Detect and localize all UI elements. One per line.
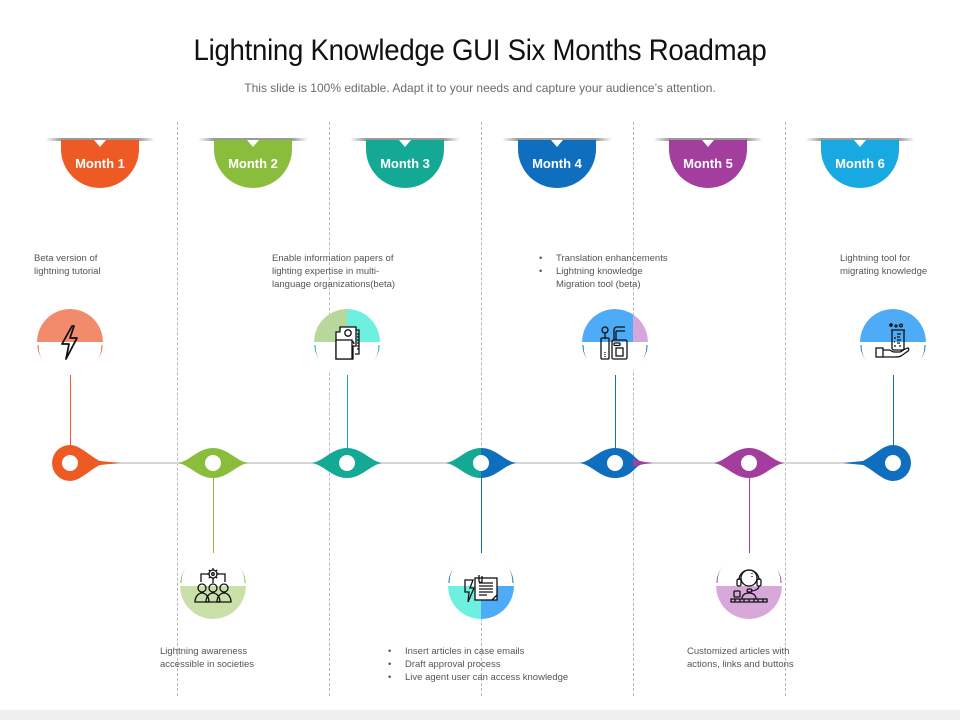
lightning-bolt-icon [61,325,78,360]
milestone-circle-6 [716,553,782,619]
team-gear-icon [194,568,232,603]
bullet-item: Insert articles in case emails [386,645,616,658]
support-agent-icon [730,569,768,603]
month-label: Month 2 [228,156,278,171]
milestone-description-2: Lightning awareness accessible in societ… [160,646,254,670]
timeline-node-7 [843,445,911,481]
migration-devices-icon [600,326,628,360]
month-badge-4: Month 4 [502,138,612,190]
milestone-circle-7 [860,309,926,375]
profile-documents-icon [335,326,360,360]
bullet-item: Draft approval process [386,658,616,671]
connector-stem [347,375,348,455]
timeline-node-3 [312,448,382,478]
milestone-circle-4 [448,553,514,619]
milestone-description-6: Customized articles with actions, links … [687,646,794,670]
month-badge-6: Month 6 [805,138,915,190]
bullet-item: Translation enhancements [537,252,717,265]
milestone-description-3: Enable information papers of lighting ex… [272,253,396,290]
connector-stem [893,375,894,455]
milestone-circle-5 [582,309,648,375]
milestone-description-7: Lightning tool for migrating knowledge [840,253,928,277]
milestone-description-5: Translation enhancements Lightning knowl… [537,252,717,291]
month-label: Month 5 [683,156,733,171]
footer-band [0,710,960,720]
month-badge-3: Month 3 [350,138,460,190]
connector-stem [213,470,214,553]
column-separator [785,122,786,696]
bullet-item: Live agent user can access knowledge [386,671,616,684]
column-separator [329,122,330,696]
month-badge-2: Month 2 [198,138,308,190]
timeline-nodes [52,445,911,481]
connector-stem [749,470,750,553]
column-separator [481,122,482,696]
timeline-node-4 [446,448,516,478]
month-badge-1: Month 1 [45,138,155,190]
month-label: Month 4 [532,156,582,171]
milestone-circle-2 [180,553,246,619]
connector-stem [615,375,616,455]
milestone-description-4: Insert articles in case emails Draft app… [386,645,616,684]
page-subtitle: This slide is 100% editable. Adapt it to… [244,81,716,95]
month-badge-5: Month 5 [653,138,763,190]
timeline-node-6 [714,448,784,478]
column-separator [633,122,634,696]
month-label: Month 6 [835,156,885,171]
month-label: Month 1 [75,156,125,171]
month-label: Month 3 [380,156,430,171]
timeline-node-5 [580,448,653,478]
lightning-note-icon [464,575,498,603]
bullet-item: Lightning knowledge [537,265,717,278]
timeline-node-2 [178,448,248,478]
beaker-hand-icon [875,323,910,358]
milestone-circle-1 [37,309,103,375]
page-title: Lightning Knowledge GUI Six Months Roadm… [193,34,767,67]
connector-stem [70,375,71,455]
milestone-circle-3 [314,309,380,375]
connector-stem [481,470,482,553]
timeline-node-1 [52,445,120,481]
milestone-description-1: Beta version of lightning tutorial [34,253,101,277]
column-separator [177,122,178,696]
